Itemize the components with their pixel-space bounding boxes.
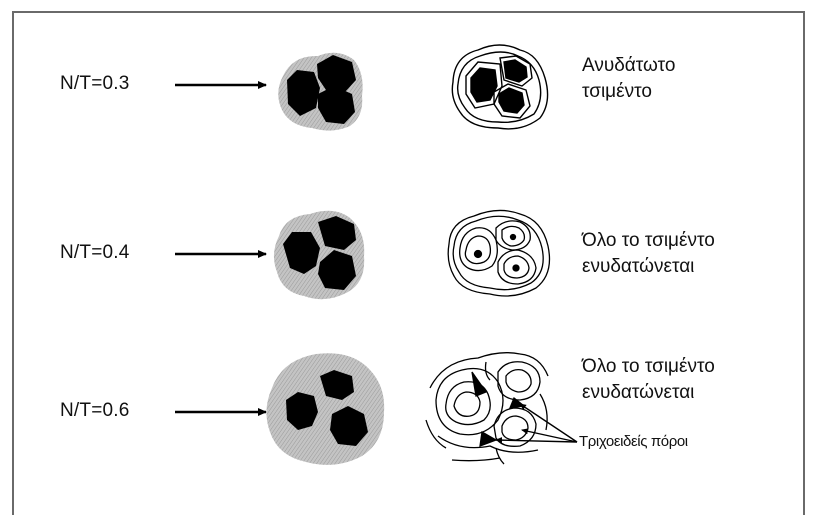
- description-row-1-line-2: τσιμέντο: [582, 79, 652, 105]
- description-row-1-line-1: Ανυδάτωτο: [582, 53, 675, 79]
- description-row-3-line-2: ενυδατώνεται: [582, 380, 694, 406]
- hydration-network-row-3: [426, 353, 548, 464]
- cement-cluster-row-3: [266, 353, 384, 465]
- ratio-label-row-3: N/T=0.6: [60, 400, 130, 422]
- ratio-label-row-2: N/T=0.4: [60, 242, 130, 264]
- cement-cluster-row-2: [274, 211, 364, 299]
- cement-cluster-row-1: [278, 53, 362, 131]
- ratio-label-row-1: N/T=0.3: [60, 73, 130, 95]
- hydration-contours-row-2: [448, 210, 549, 296]
- capillary-pores-label: Τριχοειδείς πόροι: [579, 433, 688, 450]
- hydration-contours-row-1: [452, 45, 547, 129]
- description-row-2-line-2: ενυδατώνεται: [582, 254, 694, 280]
- description-row-3-line-1: Όλο το τσιμέντο: [582, 354, 715, 380]
- description-row-2-line-1: Όλο το τσιμέντο: [582, 228, 715, 254]
